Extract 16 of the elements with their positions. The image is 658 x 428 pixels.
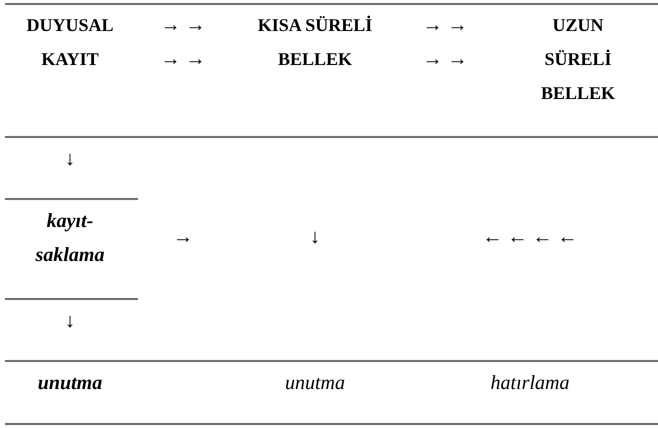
- outcome-label: unutma: [285, 371, 345, 396]
- process-label: unutma: [38, 371, 102, 396]
- arrow-glyph: ↓: [65, 309, 75, 334]
- arrow-glyph: →: [173, 225, 193, 250]
- arrow-glyph: → →: [160, 13, 206, 38]
- arrow-glyph: → →: [160, 47, 206, 72]
- arrow-glyph: → →: [422, 13, 468, 38]
- arrow-glyph: → →: [422, 47, 468, 72]
- column-heading: UZUN SÜRELİ BELLEK: [540, 14, 616, 105]
- column-heading: DUYUSAL KAYIT: [25, 14, 114, 71]
- arrow-glyph: ← ← ← ←: [482, 225, 578, 250]
- arrow-glyph: ↓: [310, 225, 320, 250]
- column-heading: KISA SÜRELİ BELLEK: [256, 14, 374, 71]
- arrow-glyph: ↓: [65, 147, 75, 172]
- outcome-label: hatırlama: [490, 371, 570, 396]
- process-label: kayıt-saklama: [34, 209, 106, 268]
